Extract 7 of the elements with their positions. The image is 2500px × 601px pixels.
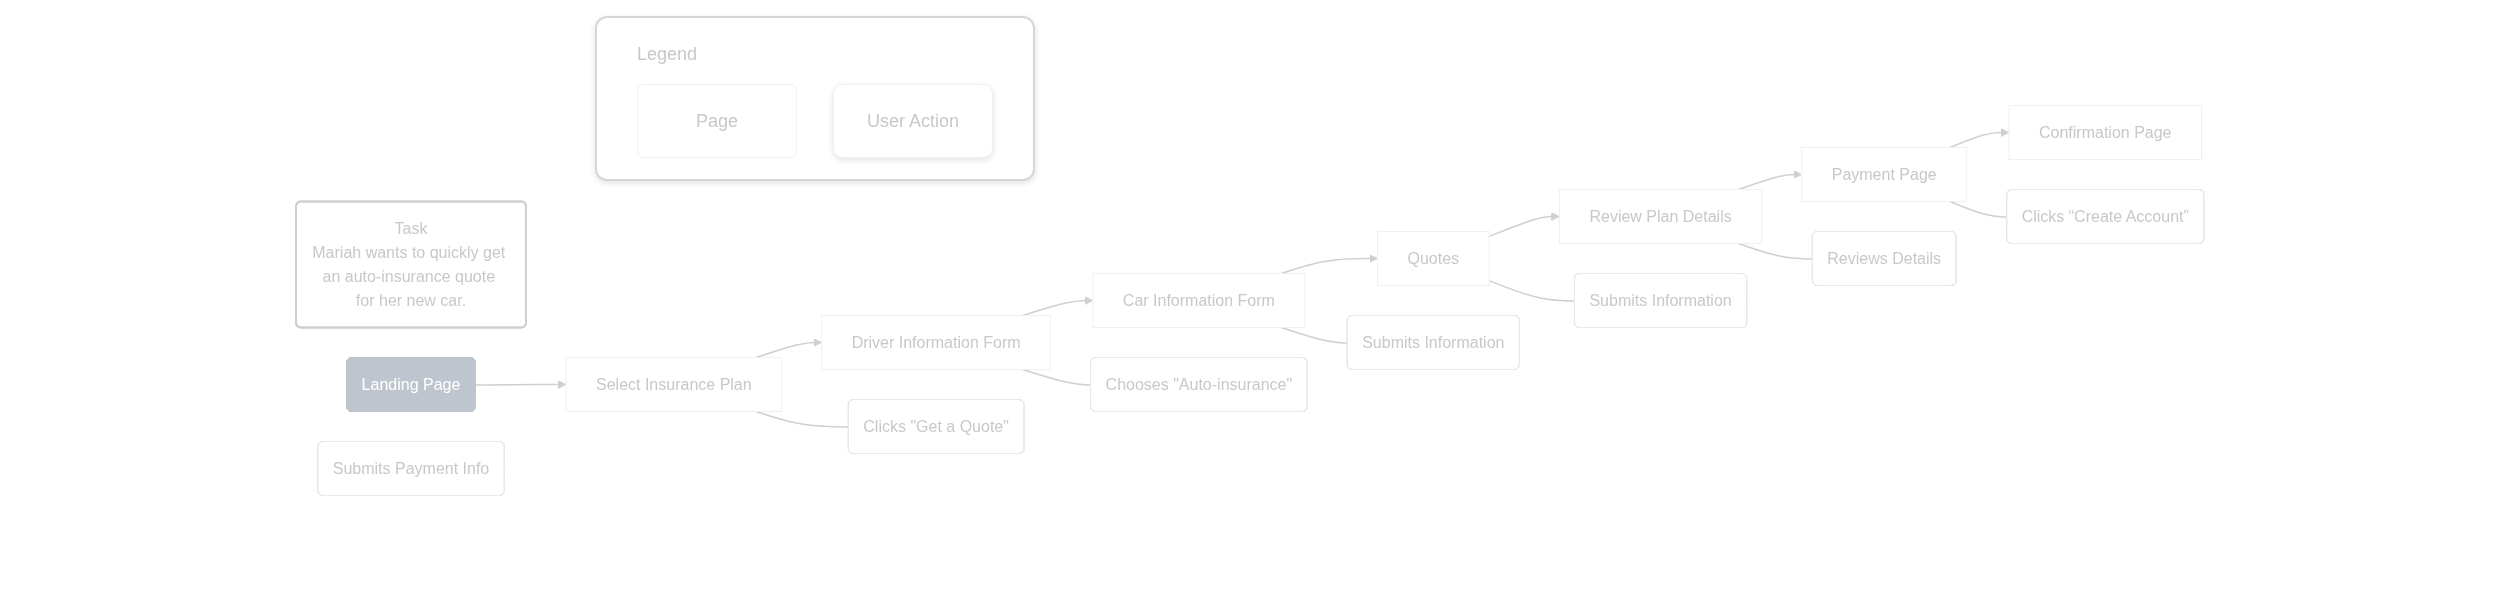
connector	[1949, 200, 2008, 218]
connector	[755, 410, 850, 428]
arrow	[755, 338, 823, 359]
arrow	[1488, 212, 1560, 238]
arrow	[475, 380, 567, 389]
arrow	[1949, 128, 2010, 149]
connector	[1488, 279, 1576, 302]
